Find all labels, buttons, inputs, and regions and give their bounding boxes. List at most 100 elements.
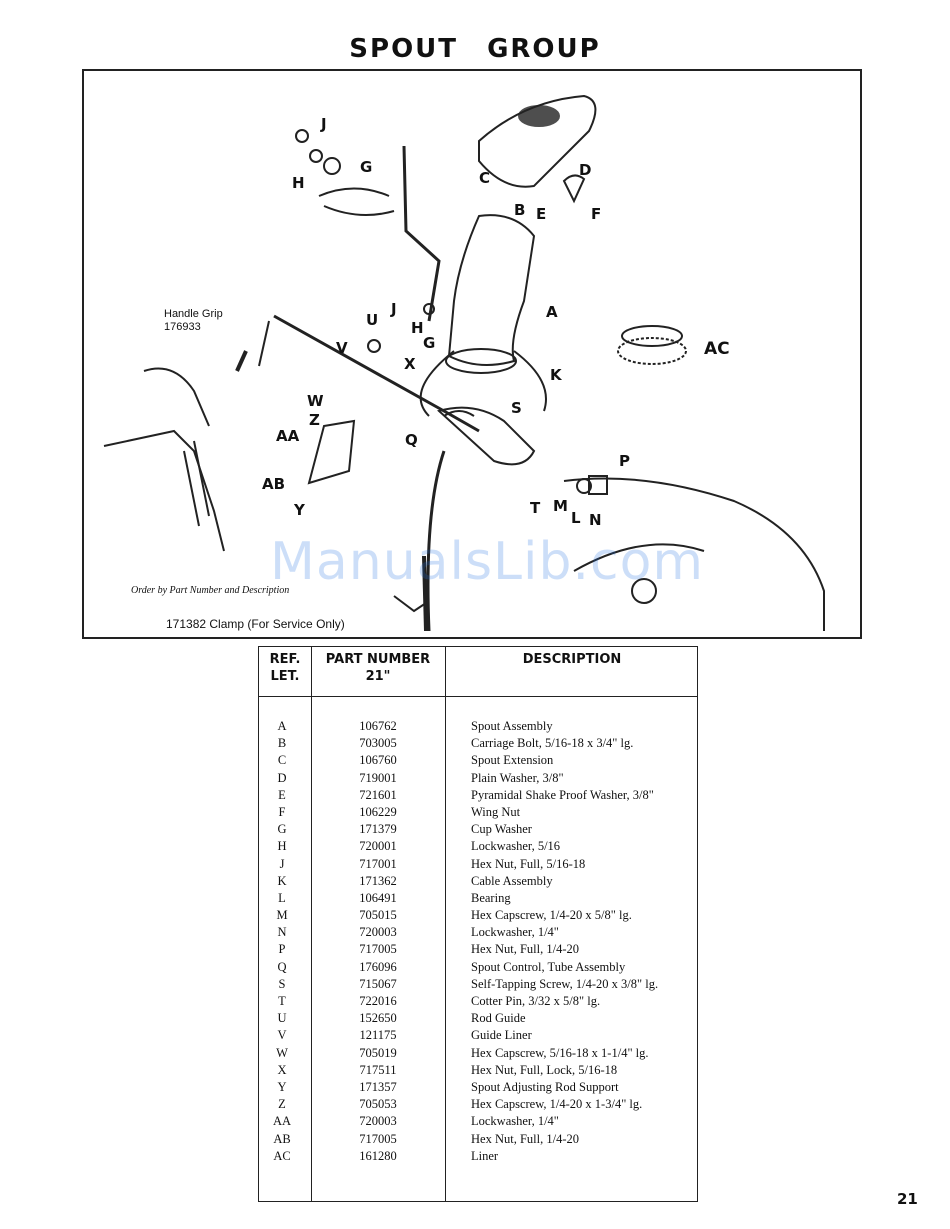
part-description: Cable Assembly	[471, 873, 553, 888]
diagram-drawing	[103, 94, 825, 632]
callout-h2: H	[411, 319, 424, 337]
callout-s: S	[511, 399, 522, 417]
part-description: Rod Guide	[471, 1011, 526, 1026]
part-number: 703005	[359, 736, 397, 751]
handle-grip-text: Handle Grip	[164, 308, 223, 320]
part-description: Lockwasher, 5/16	[471, 839, 561, 854]
part-description: Hex Capscrew, 5/16-18 x 1-1/4" lg.	[471, 1045, 649, 1060]
ref-letter: T	[278, 994, 286, 1008]
ref-letter: D	[277, 770, 287, 785]
clamp-note: 171382 Clamp (For Service Only)	[166, 617, 345, 631]
page-title: SPOUT GROUP	[349, 34, 601, 64]
part-number: 106229	[359, 804, 397, 819]
callout-p: P	[619, 452, 630, 470]
ref-letter: C	[277, 753, 287, 768]
callout-n: N	[589, 511, 602, 529]
page-number: 21	[897, 1190, 918, 1208]
callout-j2: J	[391, 300, 397, 318]
callout-l: L	[571, 509, 581, 527]
callout-y: Y	[294, 501, 305, 519]
callout-w: W	[307, 392, 324, 410]
part-description: Hex Capscrew, 1/4-20 x 1-3/4" lg.	[471, 1097, 643, 1112]
part-description: Pyramidal Shake Proof Washer, 3/8"	[471, 787, 654, 802]
part-number: 171362	[359, 873, 397, 888]
part-number: 717005	[359, 942, 397, 957]
callout-q: Q	[405, 431, 418, 449]
part-description: Self-Tapping Screw, 1/4-20 x 3/8" lg.	[471, 976, 659, 991]
part-number: 720003	[359, 1114, 397, 1129]
part-number: 719001	[359, 770, 397, 785]
part-description: Lockwasher, 1/4"	[471, 1114, 559, 1129]
ref-letter: AB	[273, 1131, 291, 1146]
ref-letter: L	[278, 890, 286, 905]
part-description: Spout Assembly	[471, 719, 553, 733]
description-header: DESCRIPTION	[522, 652, 622, 667]
part-description: Hex Nut, Full, 1/4-20	[471, 942, 579, 957]
callout-ab: AB	[262, 475, 286, 493]
ref-letter: N	[277, 925, 287, 940]
ref-header-line2: LET.	[270, 669, 300, 684]
callout-g: G	[360, 158, 373, 176]
part-description: Hex Capscrew, 1/4-20 x 5/8" lg.	[471, 908, 632, 923]
ref-letter: Z	[278, 1097, 286, 1112]
part-number: 106762	[359, 719, 397, 733]
callout-f: F	[591, 205, 602, 223]
callout-ac: AC	[704, 339, 730, 359]
table-row: K 171362 Cable Assembly	[259, 874, 699, 891]
callout-c: C	[479, 169, 491, 187]
ref-letter: K	[277, 873, 287, 888]
callout-k: K	[550, 366, 562, 384]
callout-a: A	[546, 303, 558, 321]
part-number: 715067	[359, 976, 397, 991]
callout-g2: G	[423, 334, 436, 352]
part-number: 106760	[359, 753, 397, 768]
part-description: Spout Adjusting Rod Support	[471, 1079, 619, 1094]
part-header-line1: PART NUMBER	[325, 652, 431, 667]
ref-letter: AA	[272, 1114, 292, 1129]
callout-m: M	[553, 497, 568, 515]
watermark: ManualsLib.com	[270, 532, 705, 592]
column-divider	[311, 647, 312, 1201]
ref-letter: B	[277, 736, 287, 751]
part-number-header: PART NUMBER 21"	[311, 651, 445, 685]
callout-v: V	[336, 339, 348, 357]
handle-grip-part-number: 176933	[164, 321, 201, 333]
part-number: 161280	[359, 1148, 397, 1163]
ref-letter: A	[277, 719, 287, 733]
part-number: 152650	[359, 1011, 397, 1026]
exploded-diagram: J H G C D B E F A AC U V X K W Z AA AB Y…	[82, 69, 862, 639]
part-description: Hex Nut, Full, 1/4-20	[471, 1131, 579, 1146]
part-number: 705019	[359, 1045, 397, 1060]
part-number: 717001	[359, 856, 397, 871]
part-description: Hex Nut, Full, 5/16-18	[471, 856, 586, 871]
ref-letter: P	[278, 942, 286, 957]
part-number: 722016	[359, 994, 397, 1008]
table-row: AC 161280 Liner	[259, 1149, 699, 1166]
ref-letter: F	[278, 804, 286, 819]
callout-z: Z	[309, 411, 320, 429]
ref-letter: E	[278, 787, 286, 802]
callout-b: B	[514, 201, 526, 219]
ref-let-header: REF. LET.	[259, 651, 311, 685]
callout-e: E	[536, 205, 547, 223]
part-description: Plain Washer, 3/8"	[471, 770, 564, 785]
part-number: 121175	[359, 1028, 397, 1043]
part-description: Wing Nut	[471, 804, 521, 819]
ref-letter: M	[276, 908, 288, 923]
ref-letter: AC	[273, 1148, 291, 1163]
ref-letter: Q	[277, 959, 287, 974]
part-description: Liner	[471, 1148, 499, 1163]
